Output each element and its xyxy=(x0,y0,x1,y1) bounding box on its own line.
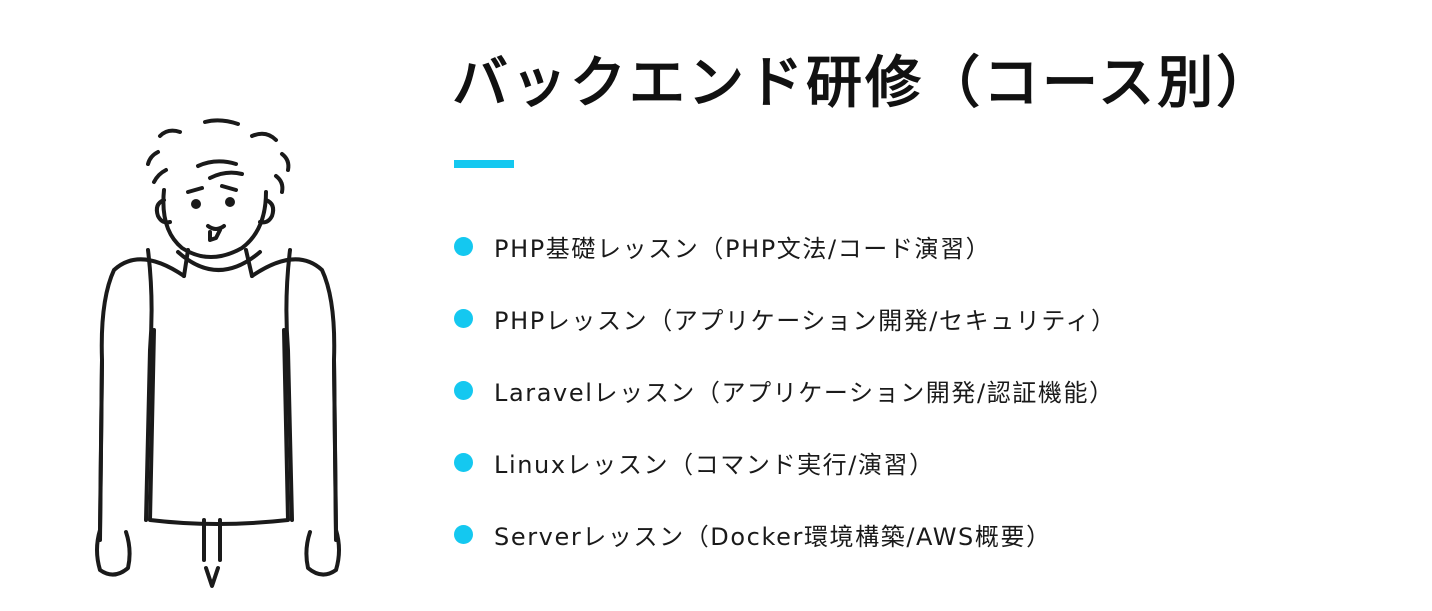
bullet-dot-icon xyxy=(454,524,473,544)
list-item: Laravelレッスン（アプリケーション開発/認証機能） xyxy=(454,354,1117,426)
course-label: Laravelレッスン（アプリケーション開発/認証機能） xyxy=(494,378,1115,407)
course-label: PHP基礎レッスン（PHP文法/コード演習） xyxy=(494,234,992,263)
list-item: PHPレッスン（アプリケーション開発/セキュリティ） xyxy=(454,282,1117,354)
course-label: Serverレッスン（Docker環境構築/AWS概要） xyxy=(494,522,1052,551)
list-item: Linuxレッスン（コマンド実行/演習） xyxy=(454,426,1117,498)
course-label: PHPレッスン（アプリケーション開発/セキュリティ） xyxy=(494,306,1117,335)
page-title: バックエンド研修（コース別） xyxy=(452,50,1276,116)
bullet-dot-icon xyxy=(454,380,473,400)
list-item: Serverレッスン（Docker環境構築/AWS概要） xyxy=(454,498,1117,570)
bullet-dot-icon xyxy=(454,236,473,256)
list-item: PHP基礎レッスン（PHP文法/コード演習） xyxy=(454,210,1117,282)
bullet-dot-icon xyxy=(454,452,473,472)
course-list: PHP基礎レッスン（PHP文法/コード演習） PHPレッスン（アプリケーション開… xyxy=(454,210,1117,570)
character-illustration xyxy=(70,100,370,605)
title-accent-bar xyxy=(454,160,514,168)
person-in-tank-top-illustration xyxy=(95,118,341,588)
bullet-dot-icon xyxy=(454,308,473,328)
course-label: Linuxレッスン（コマンド実行/演習） xyxy=(494,450,935,479)
